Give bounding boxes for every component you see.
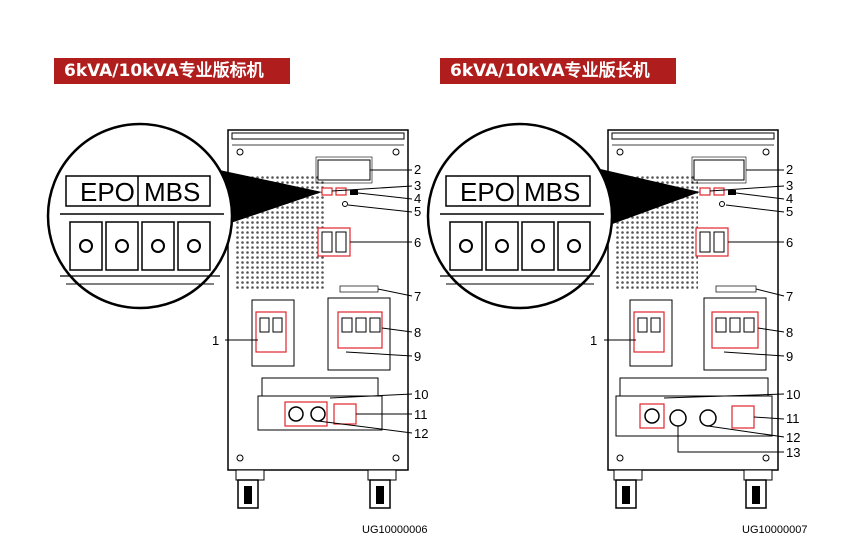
callout-2: 2	[786, 162, 793, 177]
callout-1: 1	[212, 333, 219, 348]
cable-hole-box	[284, 401, 328, 427]
callout-13: 13	[786, 445, 800, 460]
cable-hole-1	[288, 406, 304, 422]
callout-12: 12	[414, 426, 428, 441]
callout-9: 9	[414, 349, 421, 364]
lens-label-mbs: MBS	[524, 177, 580, 207]
callout-4: 4	[786, 191, 793, 206]
terminal-block	[619, 377, 769, 397]
callout-5: 5	[786, 204, 793, 219]
usb-port-box	[335, 187, 347, 196]
callout-11: 11	[414, 407, 428, 422]
callout-5: 5	[414, 204, 421, 219]
lens-label-epo: EPO	[460, 177, 515, 207]
terminal-blocks-magnified	[449, 221, 591, 271]
callout-9: 9	[786, 349, 793, 364]
callout-12: 12	[786, 430, 800, 445]
callout-8: 8	[414, 325, 421, 340]
intelligent-card-slot	[693, 159, 745, 181]
terminal-blocks-magnified	[69, 221, 211, 271]
doc-id-right: UG10000007	[742, 524, 808, 536]
callout-1: 1	[590, 333, 597, 348]
callout-6: 6	[786, 235, 793, 250]
callout-10: 10	[786, 387, 800, 402]
callout-3: 3	[414, 178, 421, 193]
title-left: 6kVA/10kVA专业版标机	[54, 58, 290, 84]
callout-4: 4	[414, 191, 421, 206]
cabinet-top	[231, 132, 405, 140]
callout-11: 11	[786, 411, 800, 426]
callout-8: 8	[786, 325, 793, 340]
epo-port-box	[321, 187, 333, 196]
callout-2: 2	[414, 162, 421, 177]
lens-label-epo: EPO	[80, 177, 135, 207]
magnifier-cone	[596, 168, 700, 230]
callout-7: 7	[414, 289, 421, 304]
doc-id-left: UG10000006	[362, 524, 428, 536]
callout-7: 7	[786, 289, 793, 304]
terminal-cover	[615, 395, 773, 437]
callout-6: 6	[414, 235, 421, 250]
lens-label-mbs: MBS	[144, 177, 200, 207]
title-right: 6kVA/10kVA专业版长机	[440, 58, 676, 84]
magnifier-cone	[210, 168, 322, 230]
callout-10: 10	[414, 387, 428, 402]
ups-standard-rear-diagram: EPO MBS 1 2 3 4 5 6 7 8 9 10 11 12	[46, 122, 428, 509]
magnifier-lens	[426, 122, 614, 310]
callout-3: 3	[786, 178, 793, 193]
